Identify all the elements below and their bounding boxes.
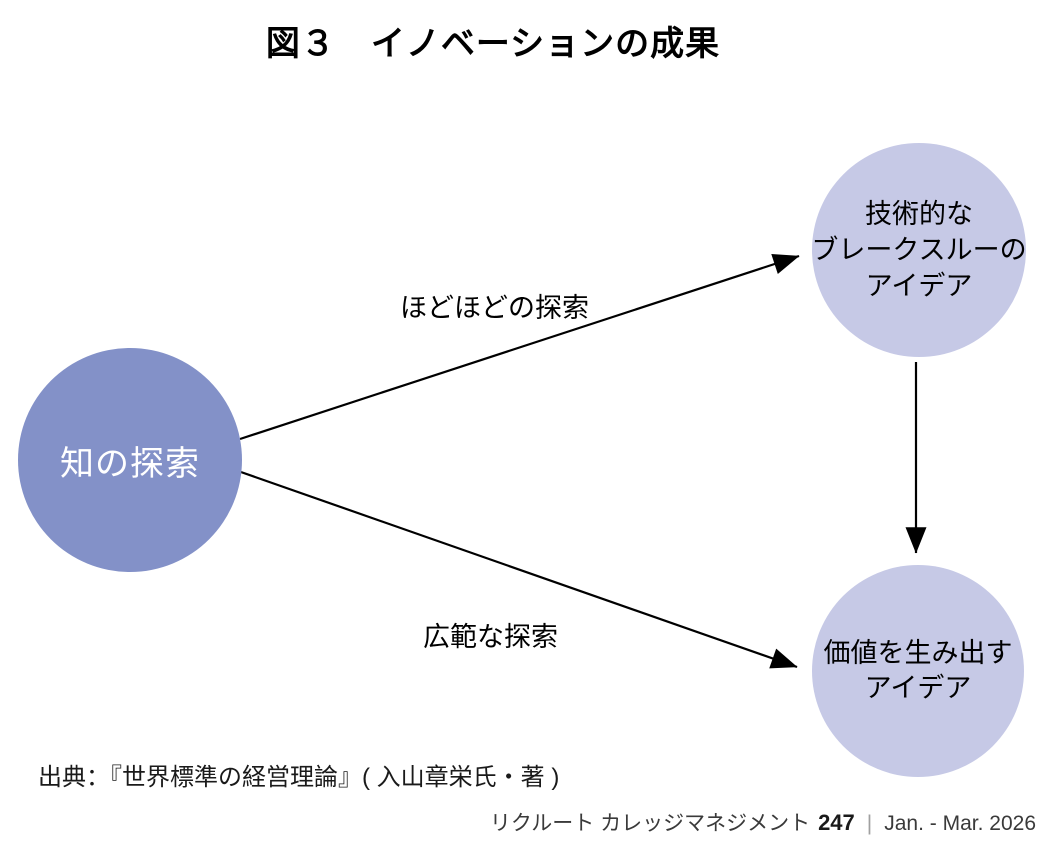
node-knowledge-exploration: 知の探索 [18,348,242,572]
node-value-creating-line-2: アイデア [864,673,972,703]
edge-label-moderate-exploration: ほどほどの探索 [400,293,589,323]
node-technical-breakthrough-line-3: アイデア [865,271,973,301]
journal-name: リクルート カレッジマネジメント [489,812,811,835]
source-citation: 出典：『世界標準の経営理論』( 入山章栄氏・著 ) [38,764,560,791]
node-value-creating-line-1: 価値を生み出す [823,638,1013,668]
footer-separator: | [866,812,873,835]
node-technical-breakthrough-idea: 技術的な ブレークスルーの アイデア [811,143,1027,357]
edge-label-broad-exploration: 広範な探索 [423,622,558,652]
journal-date: Jan. - Mar. 2026 [884,812,1036,835]
edge-moderate-exploration-arrow [239,254,800,441]
node-technical-breakthrough-line-2: ブレークスルーの [811,235,1027,265]
journal-footer: リクルート カレッジマネジメント 247 | Jan. - Mar. 2026 [490,807,1036,837]
node-value-creating-idea: 価値を生み出す アイデア [812,565,1024,777]
journal-issue-number: 247 [818,810,855,835]
node-technical-breakthrough-line-1: 技術的な [865,199,973,229]
node-knowledge-exploration-label: 知の探索 [60,444,200,483]
figure-title: 図３ イノベーションの成果 [265,25,721,63]
